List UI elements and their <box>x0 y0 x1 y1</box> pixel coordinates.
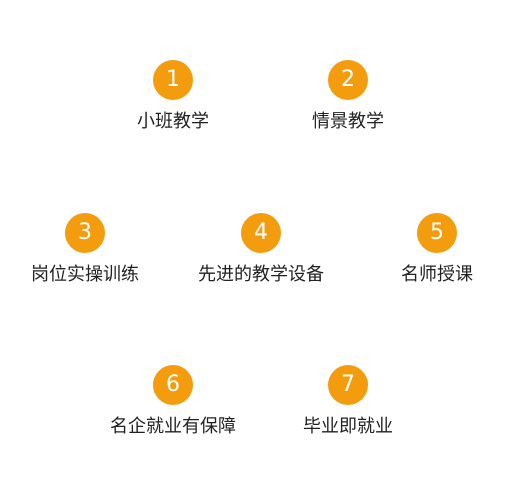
number-badge-6: 6 <box>153 365 193 405</box>
feature-item-7: 7 毕业即就业 <box>258 365 438 439</box>
feature-item-4: 4 先进的教学设备 <box>171 213 351 287</box>
feature-item-2: 2 情景教学 <box>258 60 438 134</box>
number-badge-3: 3 <box>65 213 105 253</box>
feature-label-1: 小班教学 <box>137 111 209 132</box>
feature-item-1: 1 小班教学 <box>83 60 263 134</box>
number-badge-1: 1 <box>153 60 193 100</box>
feature-label-3: 岗位实操训练 <box>31 264 139 285</box>
number-badge-5: 5 <box>417 213 457 253</box>
feature-label-6: 名企就业有保障 <box>110 416 236 437</box>
feature-label-4: 先进的教学设备 <box>198 264 324 285</box>
number-badge-4: 4 <box>241 213 281 253</box>
feature-label-2: 情景教学 <box>312 111 384 132</box>
feature-item-3: 3 岗位实操训练 <box>0 213 175 287</box>
feature-label-7: 毕业即就业 <box>303 416 393 437</box>
feature-item-5: 5 名师授课 <box>347 213 522 287</box>
number-badge-7: 7 <box>328 365 368 405</box>
number-badge-2: 2 <box>328 60 368 100</box>
feature-item-6: 6 名企就业有保障 <box>83 365 263 439</box>
feature-label-5: 名师授课 <box>401 264 473 285</box>
